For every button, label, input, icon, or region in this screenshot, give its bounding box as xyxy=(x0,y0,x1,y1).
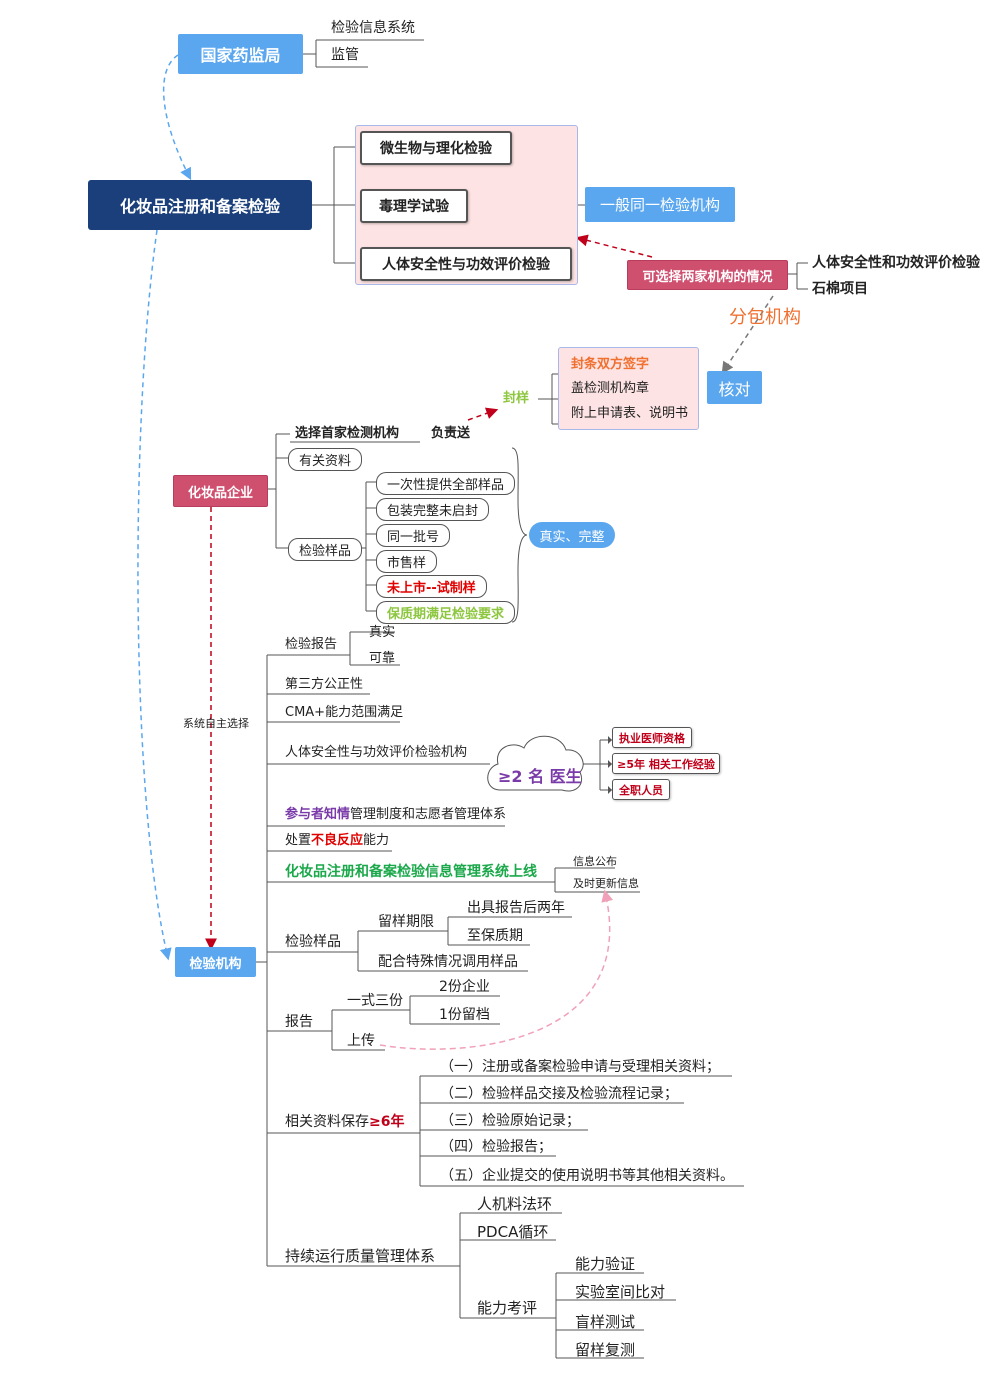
qms-pdca: PDCA循环 xyxy=(477,1223,549,1241)
retention-period: 留样期限 xyxy=(378,914,434,930)
qms-5m1e: 人机料法环 xyxy=(477,1195,553,1213)
report-true: 真实 xyxy=(369,625,396,640)
root-node[interactable]: 化妆品注册和备案检验 xyxy=(88,180,312,230)
seal-panel xyxy=(558,347,699,430)
nmpa-node[interactable]: 国家药监局 xyxy=(178,34,303,74)
human-eval-institution: 人体安全性与功效评价检验机构 xyxy=(285,745,468,760)
seal-item-attachments: 附上申请表、说明书 xyxy=(571,406,689,421)
seal-item-stamp: 盖检测机构章 xyxy=(571,381,650,396)
report-node: 报告 xyxy=(285,1014,313,1030)
test-type-microbio[interactable]: 微生物与理化检验 xyxy=(360,131,512,165)
subcontract-label: 分包机构 xyxy=(729,307,801,328)
doctors-count: ≥2 名 医生 xyxy=(498,767,582,786)
docs-item-4: （四）检验报告； xyxy=(440,1139,552,1155)
true-complete-node[interactable]: 真实、完整 xyxy=(529,522,615,548)
adverse-mid: 不良反应 xyxy=(311,833,364,848)
sample-req-shelf-life[interactable]: 保质期满足检验要求 xyxy=(376,601,516,624)
retention-two-years: 出具报告后两年 xyxy=(467,900,565,916)
upload: 上传 xyxy=(347,1033,375,1049)
docs-item-2: （二）检验样品交接及检验流程记录； xyxy=(440,1086,678,1102)
inst-samples: 检验样品 xyxy=(285,934,341,950)
triplicate: 一式三份 xyxy=(347,993,403,1009)
docs-item-1: （一）注册或备案检验申请与受理相关资料； xyxy=(440,1059,720,1075)
test-type-human-eval[interactable]: 人体安全性与功效评价检验 xyxy=(360,247,572,281)
doctor-req-license[interactable]: 执业医师资格 xyxy=(612,727,692,748)
two-inst-child-asbestos: 石棉项目 xyxy=(812,281,868,297)
online-info-publish: 信息公布 xyxy=(573,855,617,868)
retention-shelf-life: 至保质期 xyxy=(467,928,523,944)
qms: 持续运行质量管理体系 xyxy=(285,1247,436,1265)
triplicate-enterprise: 2份企业 xyxy=(439,979,490,995)
online-info-update: 及时更新信息 xyxy=(573,877,639,890)
ability-interlab: 实验室间比对 xyxy=(575,1283,666,1301)
report-reliable: 可靠 xyxy=(369,651,396,666)
ability-blind: 盲样测试 xyxy=(575,1313,636,1331)
sample-req-market[interactable]: 市售样 xyxy=(376,550,438,573)
qms-ability-eval: 能力考评 xyxy=(477,1299,538,1317)
third-party-impartiality: 第三方公正性 xyxy=(285,677,364,692)
test-type-toxicology[interactable]: 毒理学试验 xyxy=(360,189,468,223)
report-label: 检验报告 xyxy=(285,637,338,652)
docs-keep: 相关资料保存≥6年 xyxy=(285,1114,404,1131)
docs-item-5: （五）企业提交的使用说明书等其他相关资料。 xyxy=(440,1168,734,1184)
cma-capability: CMA+能力范围满足 xyxy=(285,705,404,720)
adverse-suffix: 能力 xyxy=(363,833,390,848)
triplicate-archive: 1份留档 xyxy=(439,1007,490,1023)
institution-node[interactable]: 检验机构 xyxy=(175,947,256,977)
two-institutions-node[interactable]: 可选择两家机构的情况 xyxy=(627,260,788,290)
sample-req-sealed[interactable]: 包装完整未启封 xyxy=(376,498,490,521)
two-inst-child-human-eval: 人体安全性和功效评价检验 xyxy=(812,255,980,271)
sample-req-trial[interactable]: 未上市--试制样 xyxy=(376,575,487,598)
seal-item-signatures: 封条双方签字 xyxy=(571,357,650,372)
same-institution-node[interactable]: 一般同一检验机构 xyxy=(585,187,735,222)
responsible-send: 负责送 xyxy=(431,426,471,441)
informed-suffix: 管理制度和志愿者管理体系 xyxy=(350,807,507,822)
special-sample-call: 配合特殊情况调用样品 xyxy=(378,954,518,970)
test-samples-node[interactable]: 检验样品 xyxy=(288,538,363,561)
doctor-req-fulltime[interactable]: 全职人员 xyxy=(612,779,670,800)
docs-keep-years: ≥6年 xyxy=(369,1114,405,1130)
ability-verification: 能力验证 xyxy=(575,1255,636,1273)
cloud-shape xyxy=(487,735,584,792)
enterprise-node[interactable]: 化妆品企业 xyxy=(173,475,268,507)
nmpa-child-info-system: 检验信息系统 xyxy=(331,20,415,36)
informed-consent: 参与者知情管理制度和志愿者管理体系 xyxy=(285,807,506,823)
seal-label: 封样 xyxy=(503,391,530,406)
system-choice-label: 系统自主选择 xyxy=(183,717,249,730)
adverse-prefix: 处置 xyxy=(285,833,312,848)
ability-retest: 留样复测 xyxy=(575,1341,636,1359)
doctor-req-experience[interactable]: ≥5年 相关工作经验 xyxy=(612,753,720,774)
informed-prefix: 参与者知情 xyxy=(285,807,351,822)
docs-keep-prefix: 相关资料保存 xyxy=(285,1114,369,1130)
sample-req-same-batch[interactable]: 同一批号 xyxy=(376,524,451,547)
nmpa-child-supervision: 监管 xyxy=(331,47,359,63)
choose-first-institution: 选择首家检测机构 xyxy=(295,426,400,441)
related-docs-node[interactable]: 有关资料 xyxy=(288,448,363,471)
online-system: 化妆品注册和备案检验信息管理系统上线 xyxy=(285,864,537,880)
docs-item-3: （三）检验原始记录； xyxy=(440,1113,580,1129)
adverse-reaction: 处置不良反应能力 xyxy=(285,833,389,849)
verify-node[interactable]: 核对 xyxy=(707,371,762,404)
sample-req-all-at-once[interactable]: 一次性提供全部样品 xyxy=(376,472,516,495)
